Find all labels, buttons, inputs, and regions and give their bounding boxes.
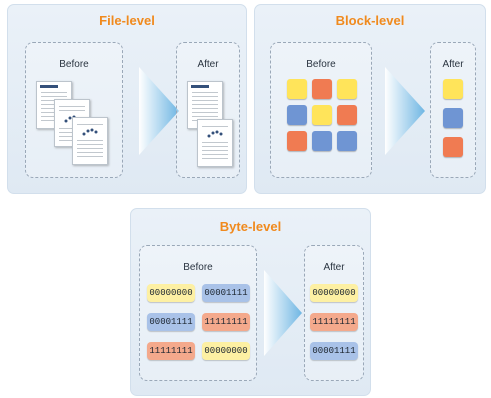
arrow-right-icon xyxy=(385,67,425,155)
block-before-label: Before xyxy=(306,59,336,70)
byte-before-box: Before 00000000 00001111 00001111 11111111 1… xyxy=(139,245,257,381)
block-square xyxy=(443,137,463,157)
byte-chip: 11111111 xyxy=(147,342,195,360)
arrow-right-icon xyxy=(139,67,179,155)
byte-chip: 00001111 xyxy=(202,284,250,302)
byte-before-label: Before xyxy=(183,262,213,273)
block-level-title: Block-level xyxy=(335,13,405,28)
byte-chip: 00000000 xyxy=(202,342,250,360)
byte-chip: 11111111 xyxy=(202,313,250,331)
file-after-box: After xyxy=(176,42,240,178)
arrow-right-icon xyxy=(264,270,302,356)
block-square xyxy=(312,105,332,125)
byte-level-title: Byte-level xyxy=(219,219,282,234)
file-before-label: Before xyxy=(59,59,89,70)
document-icon xyxy=(72,117,108,165)
block-square xyxy=(337,79,357,99)
byte-level-panel: Byte-level Before 00000000 00001111 000011… xyxy=(130,208,371,396)
block-square xyxy=(443,79,463,99)
byte-chip: 00000000 xyxy=(310,284,358,302)
byte-after-box: After 00000000 11111111 00001111 xyxy=(304,245,364,381)
byte-chip: 11111111 xyxy=(310,313,358,331)
byte-chip: 00001111 xyxy=(310,342,358,360)
block-after-box: After xyxy=(430,42,476,178)
block-square xyxy=(287,105,307,125)
document-icon xyxy=(197,119,233,167)
block-square xyxy=(287,79,307,99)
byte-chip: 00001111 xyxy=(147,313,195,331)
block-square xyxy=(443,108,463,128)
block-after-label: After xyxy=(442,59,464,70)
file-level-panel: File-level Before After xyxy=(7,4,247,194)
block-level-panel: Block-level Before After xyxy=(254,4,486,194)
block-before-box: Before xyxy=(270,42,372,178)
byte-chip: 00000000 xyxy=(147,284,195,302)
file-after-label: After xyxy=(197,59,219,70)
block-square xyxy=(312,79,332,99)
block-square xyxy=(337,105,357,125)
block-square xyxy=(312,131,332,151)
file-before-box: Before xyxy=(25,42,123,178)
block-square xyxy=(337,131,357,151)
file-level-title: File-level xyxy=(99,13,155,28)
block-square xyxy=(287,131,307,151)
byte-after-label: After xyxy=(323,262,345,273)
